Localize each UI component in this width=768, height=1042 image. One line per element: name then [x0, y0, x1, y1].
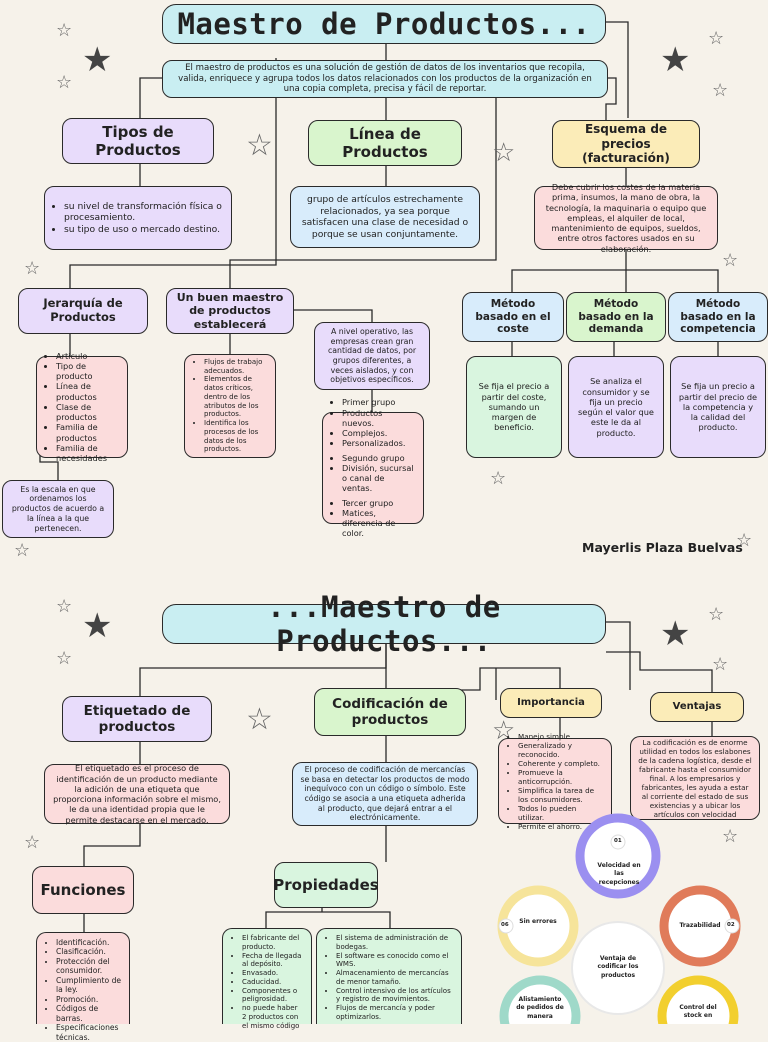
star-icon: ☆ — [722, 826, 739, 847]
star-icon: ☆ — [24, 832, 41, 853]
star-icon: ☆ — [56, 72, 73, 93]
esquema-text: Debe cubrir los costes de la materia pri… — [534, 182, 718, 254]
star-icon: ☆ — [14, 540, 31, 561]
wheel-label-alistamiento: Alistamiento de pedidos de manera — [516, 996, 564, 1020]
star-icon: ☆ — [492, 138, 516, 168]
wheel-segment-alistamiento — [499, 975, 581, 1024]
star-icon: ☆ — [712, 654, 729, 675]
star-icon: ☆ — [246, 702, 273, 737]
star-icon: ☆ — [490, 468, 507, 489]
star-icon: ☆ — [722, 250, 739, 271]
wheel-label-trazabilidad: Trazabilidad — [679, 922, 721, 929]
operativo-text: A nivel operativo, las empresas crean gr… — [314, 322, 430, 390]
wheel-num-06 — [498, 918, 514, 934]
star-icon: ★ — [660, 40, 691, 80]
star-icon: ☆ — [708, 604, 725, 625]
wheel-num-02-label: 02 — [727, 922, 735, 928]
operativo-groups: Primer grupo Productos nuevos. Complejos… — [322, 397, 424, 538]
wheel-label-velocidad: Velocidad en las recepciones — [597, 862, 641, 886]
wheel-num-01-label: 01 — [614, 838, 622, 844]
wheel-segment-velocidad — [575, 813, 661, 899]
jerarquia-list: Artículo Tipo de producto Línea de produ… — [36, 351, 128, 463]
wheel-num-02 — [724, 918, 740, 934]
funciones-list: Identificación. Clasificación. Protecció… — [36, 932, 130, 1042]
metodo-coste-text: Se fija el precio a partir del coste, su… — [466, 356, 562, 458]
esquema-heading: Esquema de precios (facturación) — [552, 120, 700, 168]
ventajas-heading: Ventajas — [650, 692, 744, 722]
star-icon: ☆ — [24, 258, 41, 279]
buen-list: Flujos de trabajo adecuados. Elementos d… — [184, 354, 276, 458]
metodo-coste-heading: Método basado en el coste — [462, 292, 564, 342]
wheel-label-control: Control del stock en — [679, 1004, 717, 1020]
jerarquia-heading: Jerarquía de Productos — [18, 288, 148, 334]
tipos-heading: Tipos de Productos — [62, 118, 214, 164]
codificacion-heading: Codificación de productos — [314, 688, 466, 736]
metodo-demanda-heading: Método basado en la demanda — [566, 292, 666, 342]
intro-text: El maestro de productos es una solución … — [162, 60, 608, 98]
tipos-list: su nivel de transformación física o proc… — [44, 186, 232, 250]
linea-heading: Línea de Productos — [308, 120, 462, 166]
page-title: Maestro de Productos... — [162, 4, 606, 44]
etiquetado-text: El etiquetado es el proceso de identific… — [44, 763, 230, 825]
star-icon: ☆ — [56, 648, 73, 669]
wheel-segment-control — [657, 975, 739, 1024]
metodo-demanda-text: Se analiza el consumidor y se fija un pr… — [568, 356, 664, 458]
funciones-heading: Funciones — [32, 866, 134, 914]
buen-heading: Un buen maestro de productos establecerá — [166, 288, 294, 334]
propiedades-heading: Propiedades — [273, 862, 379, 908]
star-icon: ☆ — [712, 80, 729, 101]
wheel-center — [571, 921, 665, 1015]
star-icon: ★ — [82, 40, 113, 80]
author-signature: Mayerlis Plaza Buelvas — [582, 540, 743, 555]
wheel-num-06-label: 06 — [501, 922, 509, 928]
wheel-label-sin-errores: Sin errores — [519, 918, 557, 925]
wheel-num-01 — [610, 834, 626, 850]
star-icon: ☆ — [736, 530, 753, 551]
metodo-competencia-heading: Método basado en la competencia — [668, 292, 768, 342]
star-icon: ☆ — [56, 596, 73, 617]
codificacion-text: El proceso de codificación de mercancías… — [292, 762, 478, 826]
propiedades-right: El sistema de administración de bodegas.… — [316, 928, 462, 1024]
star-icon: ★ — [82, 606, 113, 646]
wheel-center-label: Ventaja de codificar los productos — [597, 955, 639, 979]
star-icon: ★ — [660, 614, 691, 654]
star-icon: ☆ — [708, 28, 725, 49]
jerarquia-note: Es la escala en que ordenamos los produc… — [2, 480, 114, 538]
importancia-heading: Importancia — [500, 688, 602, 718]
metodo-competencia-text: Se fija un precio a partir del precio de… — [670, 356, 766, 458]
ventajas-text: La codificación es de enorme utilidad en… — [630, 736, 760, 820]
importancia-list: Manejo simple. Generalizado y reconocido… — [498, 732, 612, 831]
star-icon: ☆ — [56, 20, 73, 41]
star-icon: ☆ — [246, 128, 273, 163]
linea-text: grupo de artículos estrechamente relacio… — [290, 186, 480, 248]
etiquetado-heading: Etiquetado de productos — [62, 696, 212, 742]
